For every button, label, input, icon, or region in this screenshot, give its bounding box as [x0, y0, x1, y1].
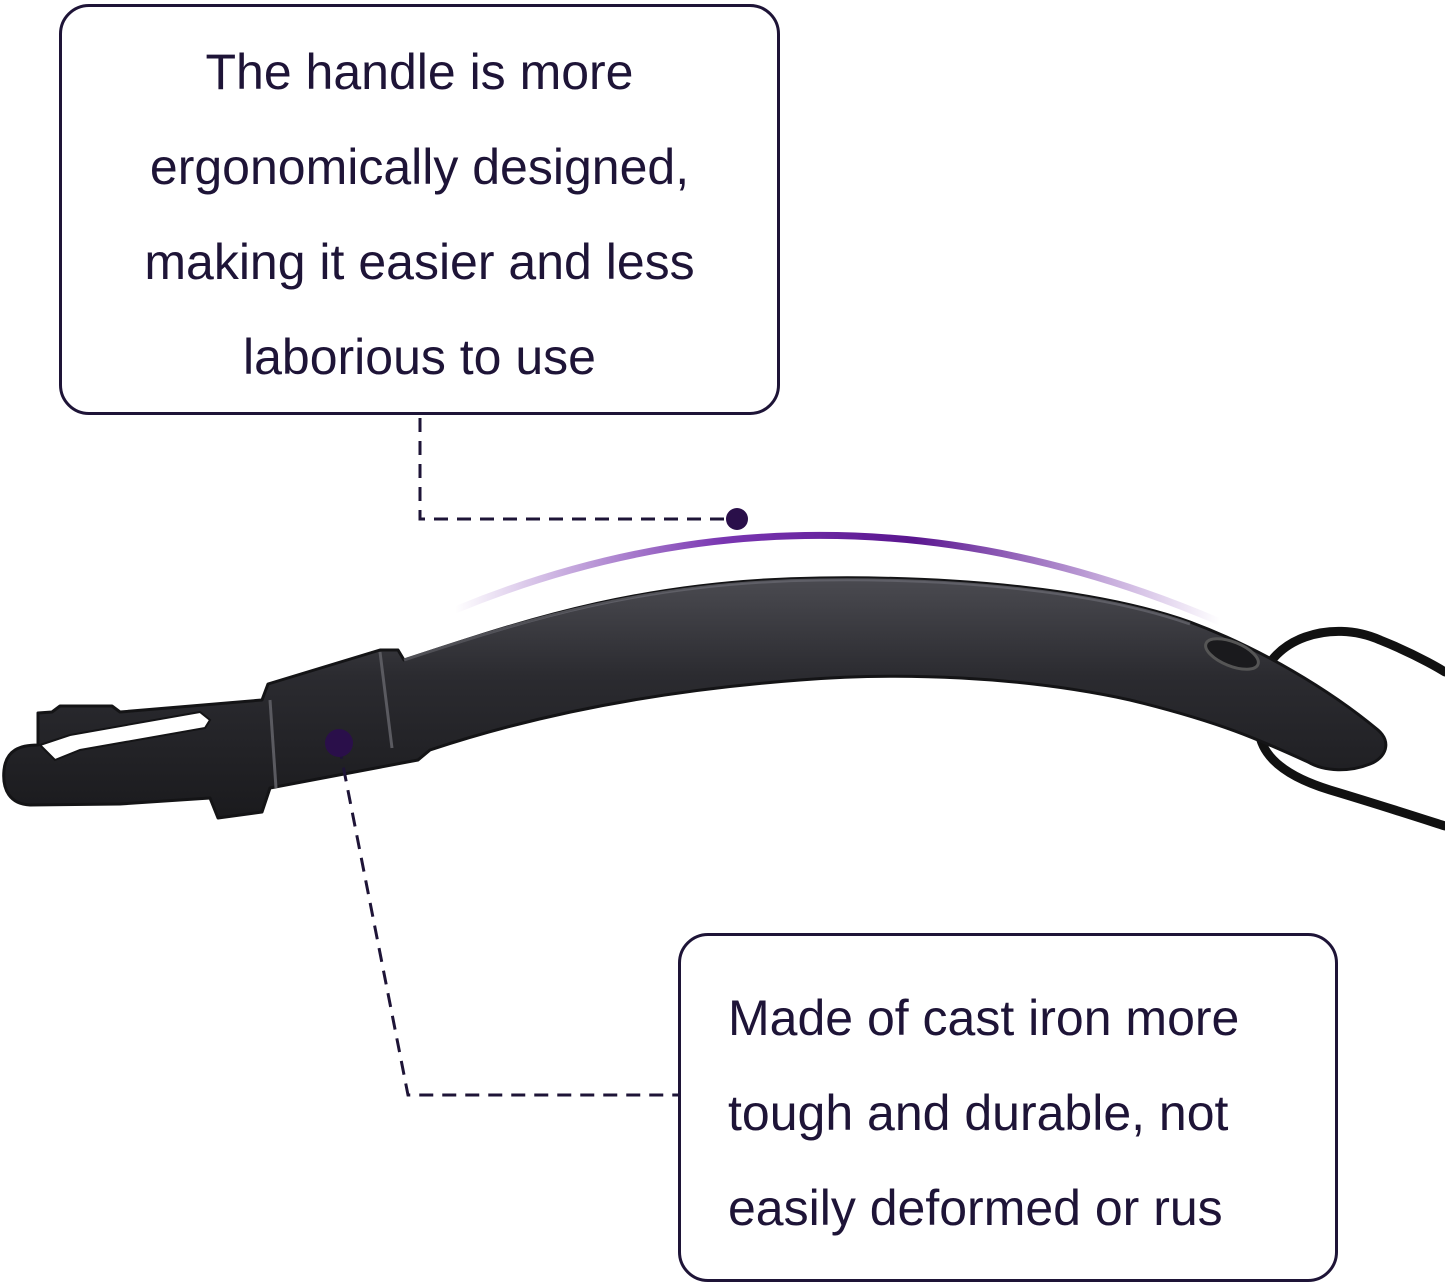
ergonomic-arc — [451, 531, 1224, 626]
handle-indicator-dot — [726, 508, 748, 530]
material-callout-line: easily deformed or rus — [728, 1180, 1223, 1236]
handle-callout-line: ergonomically designed, — [149, 139, 690, 195]
handle-callout-line: making it easier and less — [144, 234, 695, 290]
material-indicator-dot — [325, 729, 353, 757]
handle-callout-line: The handle is more — [205, 44, 634, 100]
cast-iron-lifter-image — [2, 576, 1388, 820]
handle-leader-line — [418, 418, 737, 521]
material-callout: Made of cast iron more tough and durable… — [678, 933, 1338, 1282]
material-callout-line: Made of cast iron more — [728, 990, 1240, 1046]
handle-callout: The handle is more ergonomically designe… — [59, 4, 780, 415]
material-leader-line — [337, 744, 678, 1097]
material-callout-line: tough and durable, not — [728, 1085, 1229, 1141]
handle-callout-line: laborious to use — [242, 329, 596, 385]
